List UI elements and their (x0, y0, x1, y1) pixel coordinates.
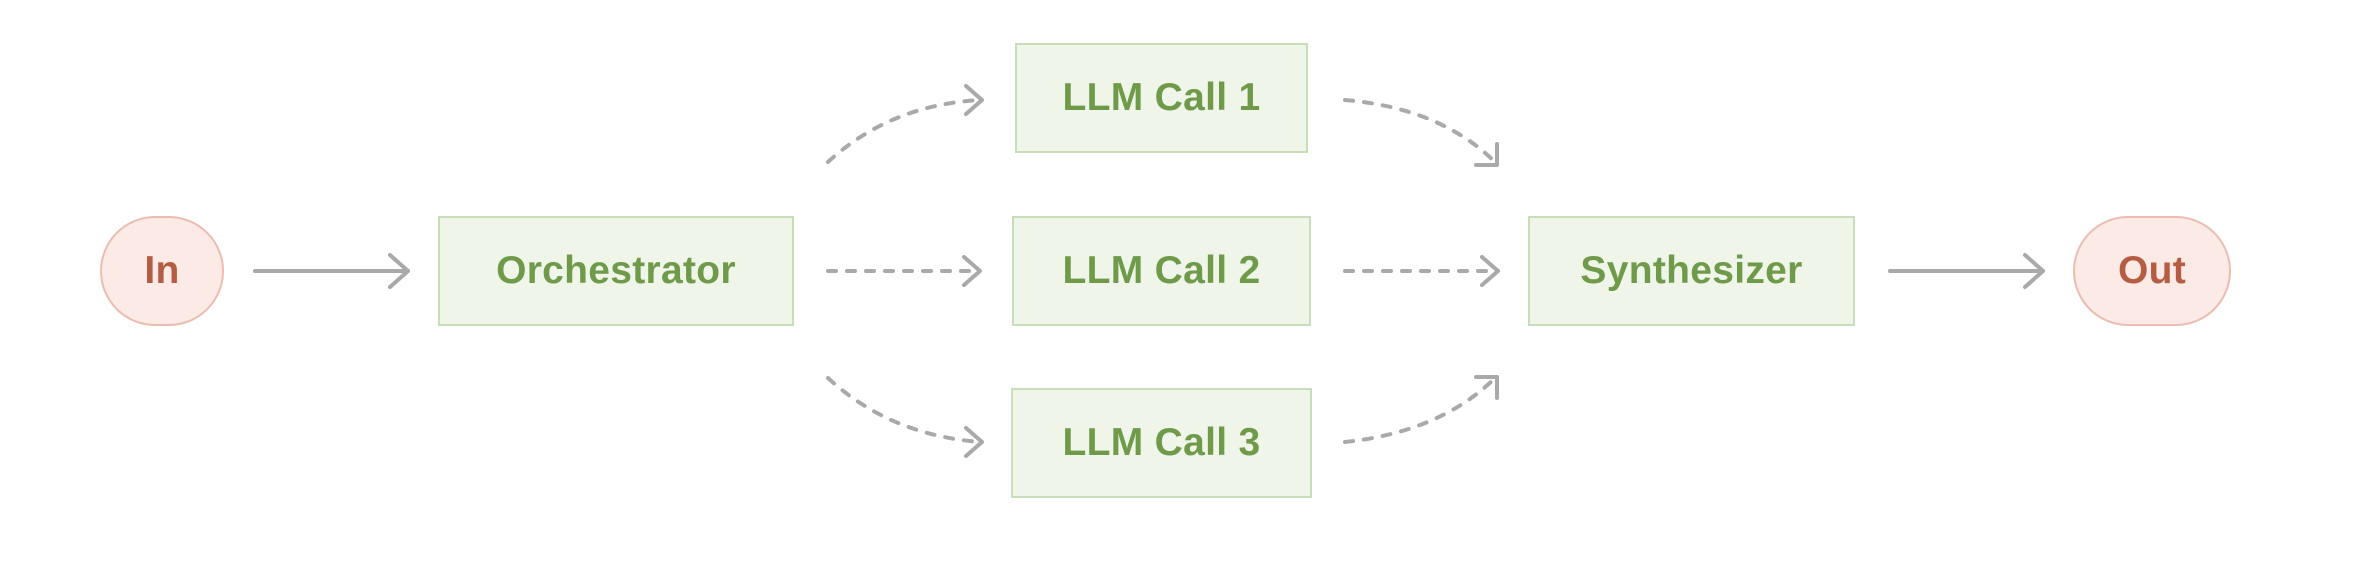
output-node: Out (2073, 216, 2231, 326)
llm-call-1-label: LLM Call 1 (1062, 76, 1261, 119)
edge-orchestrator-to-llm-call-3 (826, 376, 984, 458)
orchestrator-node: Orchestrator (438, 216, 794, 326)
edge-orchestrator-to-llm-call-2 (826, 255, 982, 287)
edge-synthesizer-to-out (1888, 253, 2045, 289)
synthesizer-node: Synthesizer (1528, 216, 1855, 326)
edge-llm-call-2-to-synthesizer (1343, 255, 1500, 287)
synthesizer-node-label: Synthesizer (1580, 249, 1803, 292)
edge-llm-call-3-to-synthesizer (1343, 375, 1499, 444)
input-node: In (100, 216, 224, 326)
llm-call-3-label: LLM Call 3 (1062, 421, 1261, 464)
edge-in-to-orchestrator (253, 253, 410, 289)
llm-call-2-node: LLM Call 2 (1012, 216, 1311, 326)
orchestrator-node-label: Orchestrator (496, 249, 736, 292)
edge-llm-call-1-to-synthesizer (1343, 98, 1499, 167)
edge-orchestrator-to-llm-call-1 (826, 84, 984, 164)
output-node-label: Out (2117, 249, 2187, 292)
llm-call-1-node: LLM Call 1 (1015, 43, 1308, 153)
llm-call-3-node: LLM Call 3 (1011, 388, 1312, 498)
llm-call-2-label: LLM Call 2 (1062, 249, 1261, 292)
input-node-label: In (144, 249, 180, 292)
